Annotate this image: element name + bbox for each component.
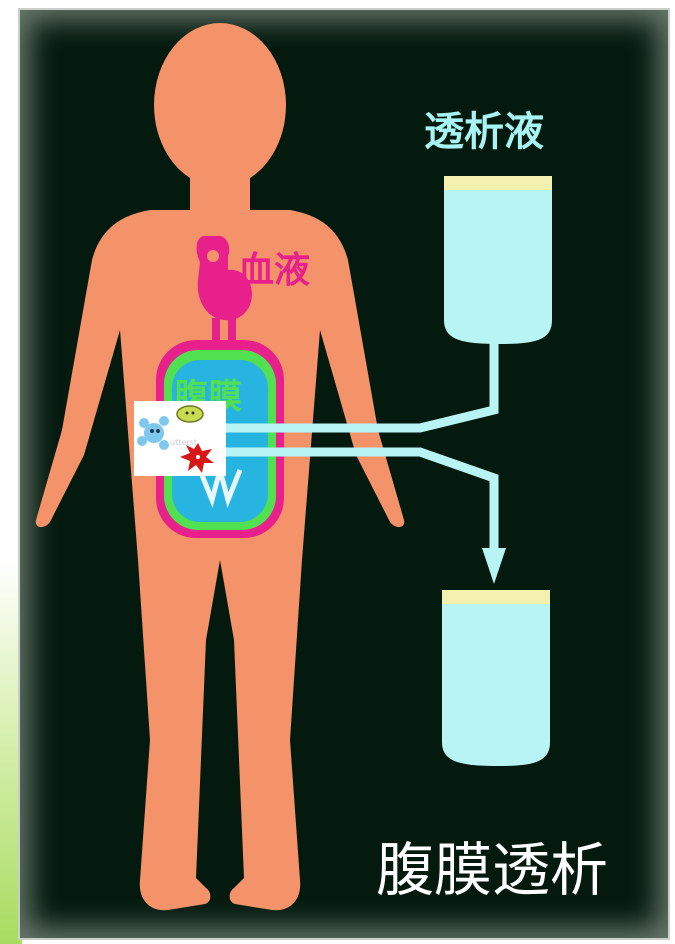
microbe-sticker: utterst <box>134 401 226 476</box>
green-bacterium-icon <box>177 406 203 422</box>
flow-arrow-icon <box>482 548 506 584</box>
blue-virus-icon <box>137 416 169 450</box>
dialysate-label: 透析液 <box>424 109 544 155</box>
dialysate-bag-top <box>444 176 552 344</box>
microbes-icon: utterst <box>134 401 226 476</box>
diagram-title: 腹膜透析 <box>376 836 608 904</box>
red-germ-icon <box>180 443 214 473</box>
blood-label: 血液 <box>238 250 310 291</box>
sticker-watermark: utterst <box>170 438 197 447</box>
dialysate-bag-bottom <box>442 590 550 766</box>
